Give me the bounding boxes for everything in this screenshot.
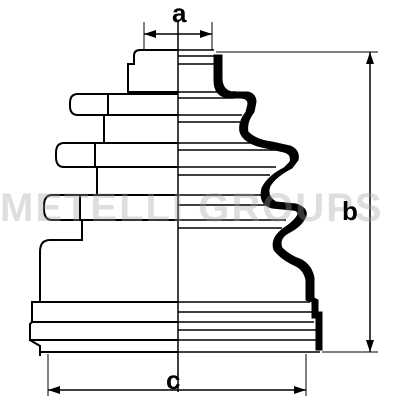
boot-exterior-outline <box>29 49 178 356</box>
dimension-c-line <box>47 354 307 396</box>
watermark: METELLI GROUPS <box>0 186 384 230</box>
dimension-c-label: c <box>166 365 181 395</box>
dimension-b-line <box>216 51 378 353</box>
dimension-b-label: b <box>342 196 358 226</box>
dimension-a-label: a <box>172 0 187 28</box>
boot-section-profile <box>178 49 323 353</box>
dimension-a-line <box>143 22 213 50</box>
